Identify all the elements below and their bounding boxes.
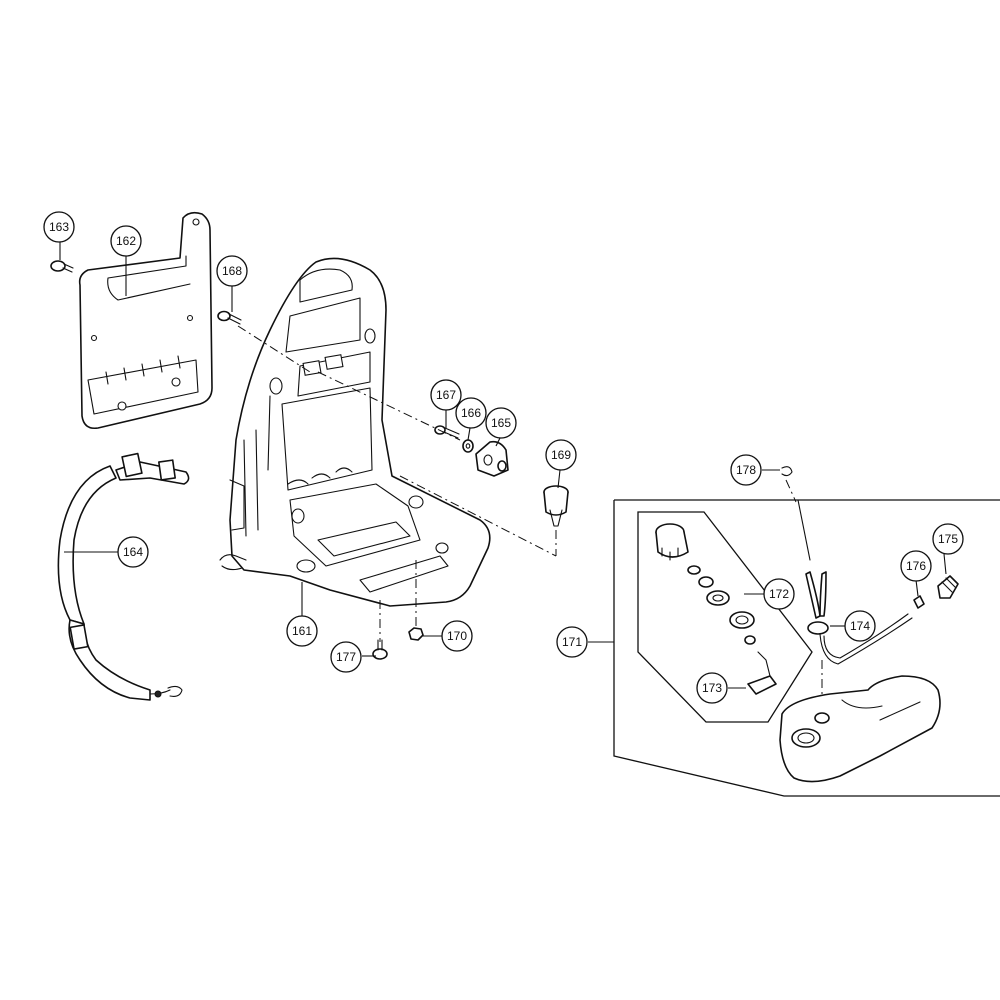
callout-173: 173 [696,672,728,704]
assembly-lines [237,325,823,706]
callout-169: 169 [545,439,577,471]
fuel-tank [779,675,941,783]
callout-label: 174 [850,619,870,633]
callout-label: 171 [562,635,582,649]
callout-label: 166 [461,406,481,420]
callout-174: 174 [844,610,876,642]
callout-172: 172 [763,578,795,610]
fuel-hose-174 [797,499,913,665]
callout-label: 170 [447,629,467,643]
nut-170 [408,627,424,641]
washer-166 [462,439,474,453]
fuel-cap-172 [655,523,756,645]
callout-label: 169 [551,448,571,462]
callout-label: 178 [736,463,756,477]
callout-label: 175 [938,532,958,546]
callout-162: 162 [110,225,142,257]
shoulder-strap-164 [57,452,190,701]
callout-175: 175 [932,523,964,555]
leader-lines [59,242,947,689]
callout-label: 164 [123,545,143,559]
callout-label: 173 [702,681,722,695]
callout-177: 177 [330,641,362,673]
callout-label: 172 [769,587,789,601]
back-pad-162 [78,211,213,430]
callout-label: 168 [222,264,242,278]
callout-label: 177 [336,650,356,664]
callout-167: 167 [430,379,462,411]
callout-label: 162 [116,234,136,248]
callout-161: 161 [286,615,318,647]
grommet-169 [543,485,569,527]
screw-167 [434,425,460,439]
clip-178 [781,466,793,477]
callout-label: 165 [491,416,511,430]
screw-163 [50,260,74,273]
callout-163: 163 [43,211,75,243]
callout-176: 176 [900,550,932,582]
back-frame-161 [219,257,491,607]
callout-166: 166 [455,397,487,429]
callout-label: 167 [436,388,456,402]
clip-176 [913,595,925,609]
callout-164: 164 [117,536,149,568]
fuel-tank-assembly-frame [613,499,1000,797]
callout-178: 178 [730,454,762,486]
callout-168: 168 [216,255,248,287]
filter-175 [937,575,959,599]
callout-label: 163 [49,220,69,234]
fuel-filter-173 [747,651,777,695]
callout-171: 171 [556,626,588,658]
callout-165: 165 [485,407,517,439]
screw-177 [372,639,388,660]
callout-label: 161 [292,624,312,638]
callout-170: 170 [441,620,473,652]
screw-168 [217,310,242,325]
callout-label: 176 [906,559,926,573]
holder-165 [475,440,509,477]
